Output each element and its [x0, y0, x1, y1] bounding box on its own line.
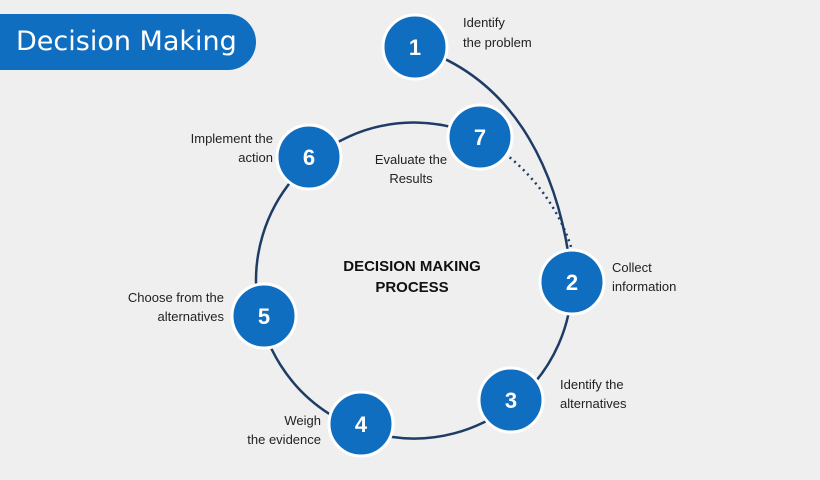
step-2-label-line-2: information — [612, 279, 676, 294]
svg-text:1: 1 — [409, 35, 421, 60]
step-1-label-line-1: Identify — [463, 15, 505, 30]
step-2-label-line-1: Collect — [612, 260, 652, 275]
step-3-label-line-1: Identify the — [560, 377, 624, 392]
step-1-node: 1 — [381, 13, 449, 81]
step-3-node: 3 — [477, 366, 545, 434]
step-7-label-line-1: Evaluate the — [375, 152, 447, 167]
center-title-line-2: PROCESS — [375, 279, 448, 296]
svg-text:6: 6 — [303, 145, 315, 170]
step-7-node: 7 — [446, 103, 514, 171]
step-6-label-line-2: action — [238, 150, 273, 165]
svg-text:2: 2 — [566, 270, 578, 295]
step-4-label-line-2: the evidence — [247, 432, 321, 447]
step-3-label-line-2: alternatives — [560, 396, 627, 411]
step-6-node: 6 — [275, 123, 343, 191]
step-5-label-line-1: Choose from the — [128, 290, 224, 305]
connector-1-to-2 — [414, 45, 574, 283]
step-7-label-line-2: Results — [389, 171, 433, 186]
step-5-label-line-2: alternatives — [158, 309, 225, 324]
page-title-badge: Decision Making — [0, 14, 256, 70]
step-5-node: 5 — [230, 282, 298, 350]
step-4-label-line-1: Weigh — [284, 413, 321, 428]
center-title-line-1: DECISION MAKING — [343, 258, 481, 275]
step-1-label-line-2: the problem — [463, 35, 532, 50]
svg-text:4: 4 — [355, 412, 368, 437]
svg-text:5: 5 — [258, 304, 270, 329]
step-4-node: 4 — [327, 390, 395, 458]
svg-text:3: 3 — [505, 388, 517, 413]
step-2-node: 2 — [538, 248, 606, 316]
svg-text:7: 7 — [474, 125, 486, 150]
step-6-label-line-1: Implement the — [191, 131, 273, 146]
